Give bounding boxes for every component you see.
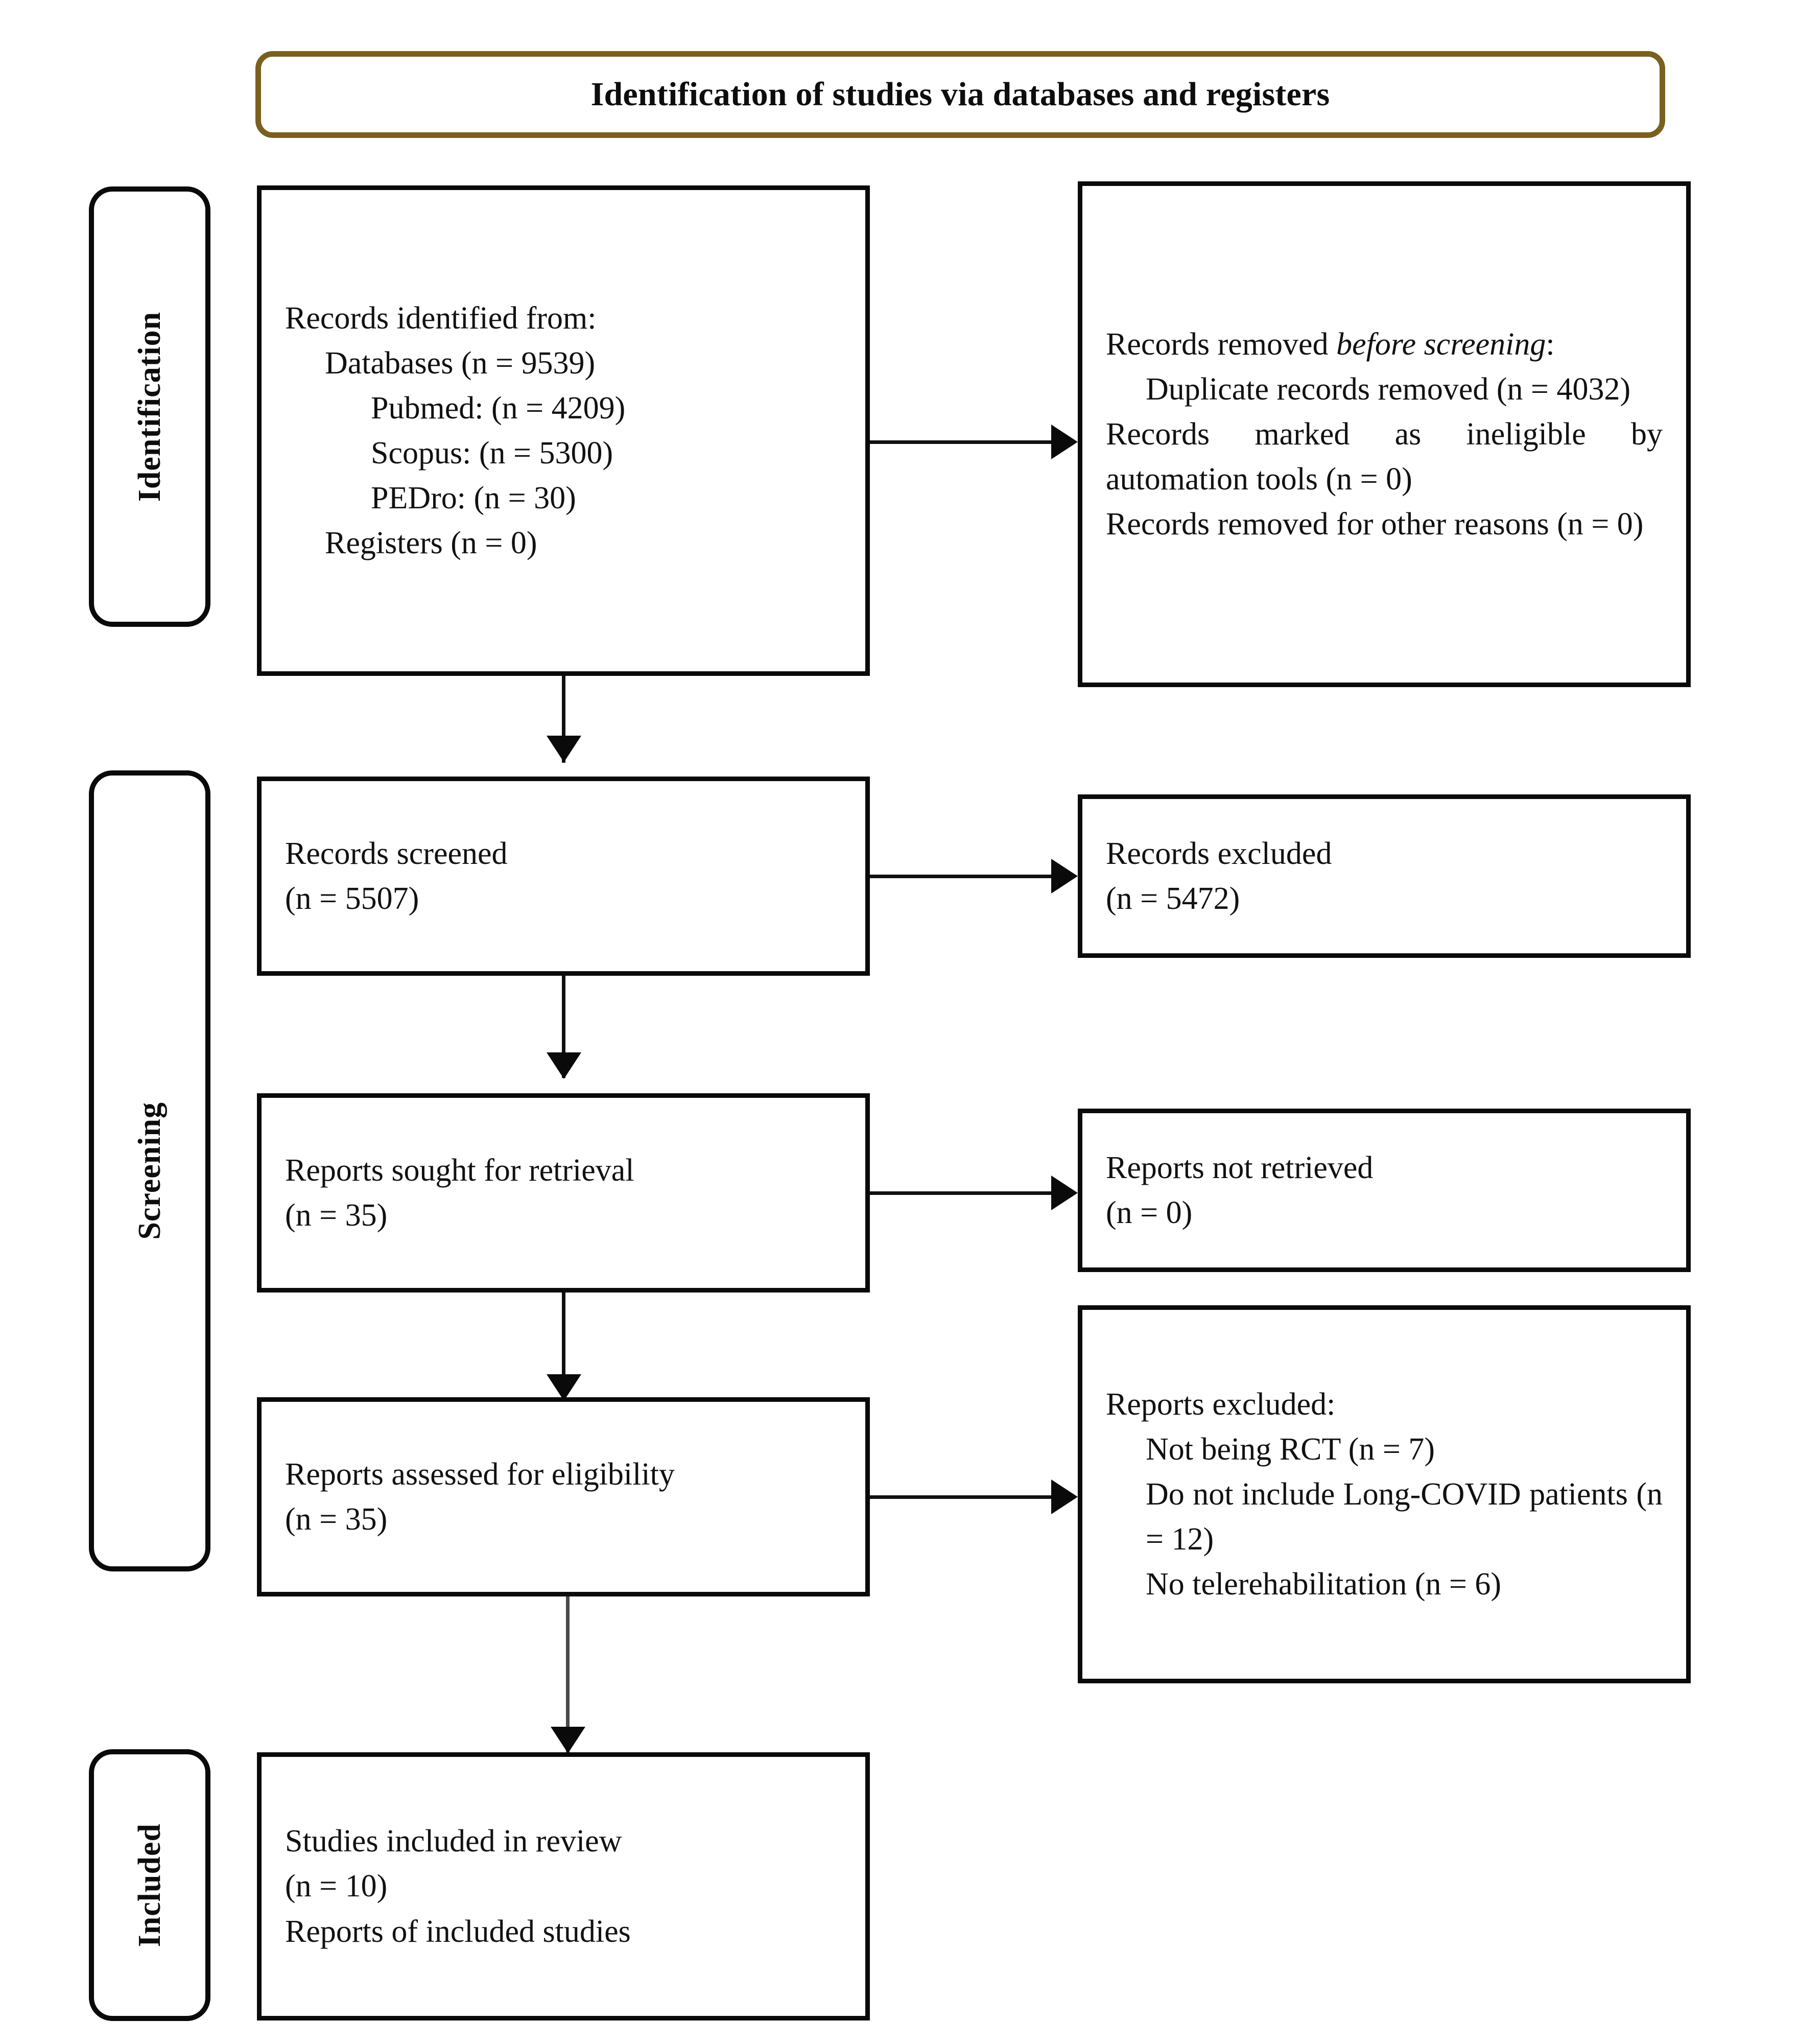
reports-not-retrieved-count: (n = 0): [1106, 1195, 1193, 1230]
arrowhead-assessed-to-reports-excluded: [1051, 1479, 1078, 1514]
connector-assessed-to-reports-excluded: [870, 1495, 1051, 1499]
phase-screening-text: Screening: [132, 1102, 167, 1240]
arrowhead-identified-to-screened: [547, 736, 581, 762]
records-excluded-count: (n = 5472): [1106, 881, 1240, 916]
reports-sought-label: Reports sought for retrieval: [285, 1153, 634, 1188]
studies-included-label: Studies included in review: [285, 1824, 622, 1859]
records-identified-registers: Registers (n = 0): [325, 526, 537, 561]
diagram-title-banner: Identification of studies via databases …: [255, 51, 1665, 138]
connector-assessed-to-included: [566, 1596, 570, 1752]
records-identified-pedro: PEDro: (n = 30): [371, 481, 576, 516]
arrowhead-screened-to-excluded: [1051, 859, 1078, 894]
arrowhead-assessed-to-included: [551, 1727, 585, 1753]
records-removed-heading-prefix: Records removed: [1106, 326, 1337, 362]
box-records-screened: Records screened (n = 5507): [257, 777, 870, 976]
records-identified-scopus: Scopus: (n = 5300): [371, 436, 613, 471]
box-reports-sought: Reports sought for retrieval (n = 35): [257, 1093, 870, 1293]
box-reports-excluded: Reports excluded: Not being RCT (n = 7) …: [1078, 1305, 1691, 1683]
arrowhead-screened-to-sought: [547, 1052, 581, 1079]
connector-sought-to-not-retrieved: [870, 1191, 1051, 1195]
reports-excluded-not-rct: Not being RCT (n = 7): [1146, 1431, 1435, 1467]
arrowhead-identified-to-removed: [1051, 425, 1078, 459]
phase-included-text: Included: [132, 1823, 167, 1947]
studies-included-reports: Reports of included studies: [285, 1914, 631, 1949]
box-records-excluded: Records excluded (n = 5472): [1078, 794, 1691, 958]
reports-assessed-label: Reports assessed for eligibility: [285, 1456, 675, 1492]
records-removed-duplicates: Duplicate records removed (n = 4032): [1146, 371, 1631, 407]
box-reports-assessed: Reports assessed for eligibility (n = 35…: [257, 1397, 870, 1596]
connector-sought-to-assessed: [562, 1293, 565, 1400]
phase-label-identification: Identification: [89, 186, 210, 627]
records-removed-ineligible: Records marked as ineligible by automati…: [1106, 416, 1663, 497]
phase-identification-text: Identification: [132, 311, 167, 502]
records-removed-heading-italic: before screening: [1336, 326, 1546, 362]
reports-excluded-no-long-covid: Do not include Long-COVID patients (n = …: [1146, 1476, 1663, 1557]
box-reports-not-retrieved: Reports not retrieved (n = 0): [1078, 1109, 1691, 1272]
reports-assessed-count: (n = 35): [285, 1502, 388, 1537]
reports-excluded-no-telerehab: No telerehabilitation (n = 6): [1146, 1567, 1502, 1602]
phase-label-included: Included: [89, 1749, 210, 2021]
records-removed-heading: Records removed before screening:: [1106, 322, 1663, 367]
reports-not-retrieved-label: Reports not retrieved: [1106, 1150, 1374, 1185]
box-studies-included: Studies included in review (n = 10) Repo…: [257, 1752, 870, 2020]
connector-identified-to-screened: [562, 676, 565, 763]
connector-screened-to-sought: [562, 976, 565, 1078]
connector-identified-to-removed: [870, 440, 1051, 444]
records-screened-count: (n = 5507): [285, 881, 419, 916]
connector-screened-to-excluded: [870, 875, 1051, 878]
diagram-title: Identification of studies via databases …: [590, 76, 1330, 113]
records-identified-databases: Databases (n = 9539): [325, 345, 596, 381]
records-screened-label: Records screened: [285, 836, 508, 871]
records-removed-heading-suffix: :: [1546, 326, 1555, 362]
box-records-identified: Records identified from: Databases (n = …: [257, 185, 870, 676]
box-records-removed: Records removed before screening: Duplic…: [1078, 181, 1691, 687]
studies-included-count: (n = 10): [285, 1869, 388, 1904]
arrowhead-sought-to-assessed: [547, 1374, 581, 1401]
records-excluded-label: Records excluded: [1106, 836, 1332, 871]
records-removed-other: Records removed for other reasons (n = 0…: [1106, 507, 1644, 542]
records-identified-heading: Records identified from:: [285, 300, 597, 336]
reports-sought-count: (n = 35): [285, 1198, 388, 1233]
reports-excluded-heading: Reports excluded:: [1106, 1387, 1336, 1422]
phase-label-screening: Screening: [89, 770, 210, 1571]
records-identified-pubmed: Pubmed: (n = 4209): [371, 390, 626, 426]
arrowhead-sought-to-not-retrieved: [1051, 1176, 1078, 1210]
